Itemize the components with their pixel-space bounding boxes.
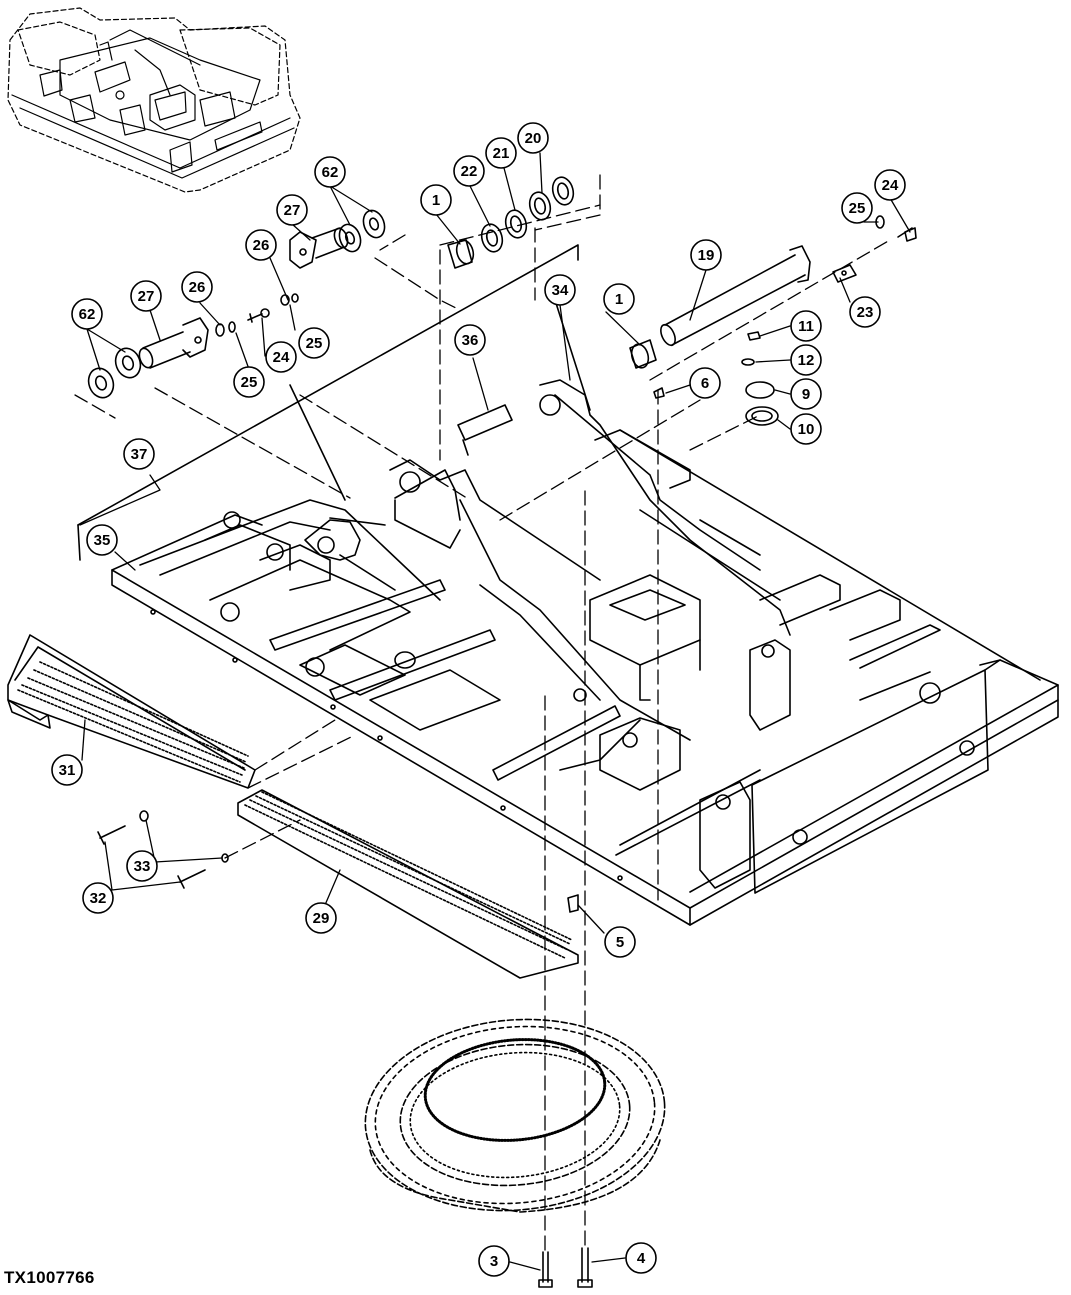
svg-text:1: 1: [615, 291, 623, 308]
callout-29: 29: [305, 902, 337, 934]
callout-33: 33: [126, 850, 158, 882]
svg-text:22: 22: [461, 163, 478, 180]
svg-text:62: 62: [322, 164, 339, 181]
callout-35: 35: [86, 524, 118, 556]
callout-9: 9: [790, 378, 822, 410]
svg-text:62: 62: [79, 306, 96, 323]
svg-text:26: 26: [189, 279, 206, 296]
group-brackets: [77, 244, 591, 561]
callout-27: 27: [130, 280, 162, 312]
svg-text:11: 11: [798, 318, 814, 335]
svg-text:23: 23: [857, 304, 874, 321]
callout-23: 23: [849, 296, 881, 328]
callout-62: 62: [314, 156, 346, 188]
callout-12: 12: [790, 344, 822, 376]
callout-37: 37: [123, 438, 155, 470]
callout-62: 62: [71, 298, 103, 330]
svg-text:24: 24: [882, 177, 899, 194]
svg-text:33: 33: [134, 858, 151, 875]
svg-text:36: 36: [462, 332, 479, 349]
fitting-5: [567, 894, 579, 913]
callouts: 1 1 3 4 5 6 9 10 11 12 19 20 21 22 23 24…: [51, 122, 906, 1277]
svg-text:34: 34: [552, 282, 569, 299]
callout-5: 5: [604, 926, 636, 958]
svg-text:27: 27: [284, 202, 301, 219]
main-frame: [111, 379, 1059, 926]
callout-6: 6: [689, 367, 721, 399]
step-29: [237, 789, 579, 979]
machine-overview-thumbnail: [7, 7, 301, 193]
callout-22: 22: [453, 155, 485, 187]
callout-3: 3: [478, 1245, 510, 1277]
callout-21: 21: [485, 137, 517, 169]
svg-text:19: 19: [698, 247, 715, 264]
svg-text:5: 5: [616, 934, 624, 951]
callout-26: 26: [245, 229, 277, 261]
callout-36: 36: [454, 324, 486, 356]
bushings-and-shims-top: [447, 176, 575, 269]
step-hardware: [97, 810, 229, 889]
callout-1: 1: [603, 283, 635, 315]
callout-25: 25: [298, 327, 330, 359]
callout-34: 34: [544, 274, 576, 306]
callout-20: 20: [517, 122, 549, 154]
svg-text:25: 25: [849, 200, 866, 217]
svg-text:6: 6: [701, 375, 709, 392]
svg-text:4: 4: [637, 1250, 646, 1267]
swing-bearing: [364, 1018, 666, 1213]
callout-1: 1: [420, 184, 452, 216]
svg-text:25: 25: [306, 335, 323, 352]
pin-assembly-left: [87, 209, 386, 399]
callout-24: 24: [874, 169, 906, 201]
bolt-3: [538, 1251, 553, 1288]
svg-text:12: 12: [798, 352, 815, 369]
callout-31: 31: [51, 754, 83, 786]
callout-27: 27: [276, 194, 308, 226]
svg-text:21: 21: [493, 145, 510, 162]
svg-text:37: 37: [131, 446, 148, 463]
svg-text:27: 27: [138, 288, 155, 305]
svg-text:9: 9: [802, 386, 810, 403]
callout-32: 32: [82, 882, 114, 914]
callout-26: 26: [181, 271, 213, 303]
svg-text:31: 31: [59, 762, 76, 779]
callout-24: 24: [265, 341, 297, 373]
callout-19: 19: [690, 239, 722, 271]
callout-10: 10: [790, 413, 822, 445]
callout-25: 25: [841, 192, 873, 224]
svg-text:20: 20: [525, 130, 542, 147]
svg-text:35: 35: [94, 532, 111, 549]
leader-lines: [79, 152, 911, 1271]
figure-id: TX1007766: [4, 1268, 95, 1287]
callout-25: 25: [233, 366, 265, 398]
svg-text:24: 24: [273, 349, 290, 366]
svg-text:29: 29: [313, 910, 330, 927]
svg-text:3: 3: [490, 1253, 498, 1270]
svg-text:25: 25: [241, 374, 258, 391]
callout-11: 11: [790, 310, 822, 342]
pin-assembly-right: [629, 215, 917, 426]
svg-text:10: 10: [798, 421, 815, 438]
svg-text:32: 32: [90, 890, 107, 907]
svg-text:1: 1: [432, 192, 440, 209]
svg-text:26: 26: [253, 237, 270, 254]
bolt-4: [577, 1247, 593, 1288]
step-31: [7, 634, 256, 789]
assembly-lines: [74, 174, 891, 1251]
callout-4: 4: [625, 1242, 657, 1274]
